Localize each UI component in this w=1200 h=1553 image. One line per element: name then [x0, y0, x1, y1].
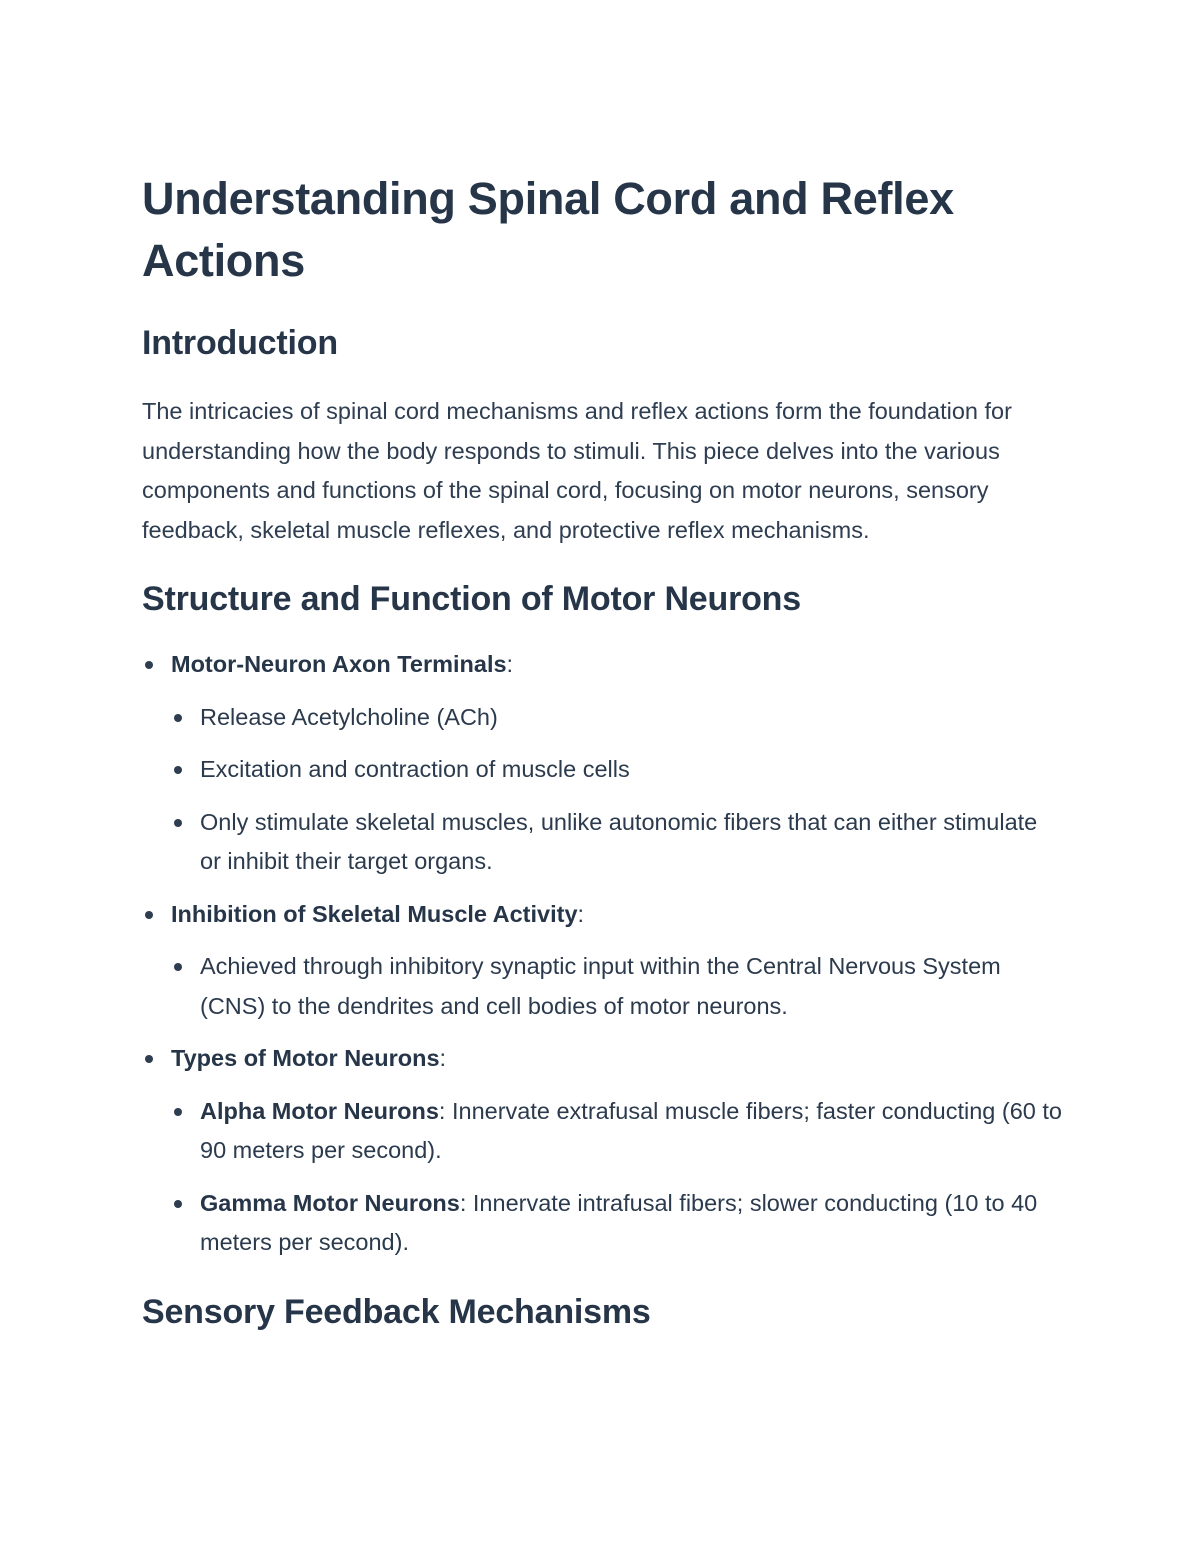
bullet-icon: [174, 1199, 182, 1208]
sub-list-item: Excitation and contraction of muscle cel…: [171, 750, 1062, 790]
list-item-label: Types of Motor Neurons: [171, 1045, 440, 1071]
section-heading-sensory-feedback: Sensory Feedback Mechanisms: [142, 1292, 651, 1331]
sub-list-item-text: Achieved through inhibitory synaptic inp…: [200, 953, 1001, 1019]
sub-list-item-text: : Innervate extrafusal muscle fibers; fa…: [200, 1097, 1062, 1164]
sub-list: Alpha Motor Neurons: Innervate extrafusa…: [171, 1092, 1062, 1263]
list-item: Motor-Neuron Axon Terminals: Release Ace…: [142, 645, 1062, 882]
sub-list-item-text: Release Acetylcholine (ACh): [200, 703, 498, 730]
list-item-suffix: :: [506, 651, 514, 677]
list-item-label: Motor-Neuron Axon Terminals: [171, 651, 507, 677]
section-heading-motor-neurons: Structure and Function of Motor Neurons: [142, 580, 801, 618]
bullet-icon: [174, 818, 182, 827]
motor-neuron-list: Motor-Neuron Axon Terminals: Release Ace…: [142, 645, 1062, 1263]
introduction-paragraph: The intricacies of spinal cord mechanism…: [142, 398, 1012, 543]
list-item-suffix: :: [439, 1045, 447, 1071]
sub-list: Achieved through inhibitory synaptic inp…: [171, 947, 1062, 1026]
sub-list-item: Release Acetylcholine (ACh): [171, 698, 1062, 738]
list-item-label: Inhibition of Skeletal Muscle Activity: [171, 900, 578, 927]
sub-list-item-label: Alpha Motor Neurons: [200, 1097, 439, 1124]
bullet-icon: [174, 963, 182, 971]
sub-list-item-text: : Innervate intrafusal fibers; slower co…: [200, 1189, 1038, 1256]
bullet-icon: [145, 661, 153, 669]
list-item: Inhibition of Skeletal Muscle Activity: …: [142, 895, 1062, 1027]
sub-list-item: Gamma Motor Neurons: Innervate intrafusa…: [171, 1184, 1062, 1263]
document-page: Understanding Spinal Cord and Reflex Act…: [142, 168, 1062, 1334]
bullet-icon: [174, 713, 182, 722]
sub-list-item-text: Only stimulate skeletal muscles, unlike …: [200, 808, 1038, 875]
sub-list-item-label: Gamma Motor Neurons: [200, 1189, 460, 1216]
page-title: Understanding Spinal Cord and Reflex Act…: [142, 173, 954, 286]
bullet-icon: [174, 766, 182, 774]
bullet-icon: [145, 1055, 153, 1063]
sub-list: Release Acetylcholine (ACh) Excitation a…: [171, 698, 1062, 882]
list-item: Types of Motor Neurons: Alpha Motor Neur…: [142, 1039, 1062, 1263]
sub-list-item: Only stimulate skeletal muscles, unlike …: [171, 803, 1062, 882]
section-heading-introduction: Introduction: [142, 324, 338, 362]
bullet-icon: [174, 1107, 182, 1116]
sub-list-item-text: Excitation and contraction of muscle cel…: [200, 756, 630, 782]
sub-list-item: Achieved through inhibitory synaptic inp…: [171, 947, 1062, 1026]
bullet-icon: [145, 910, 153, 919]
list-item-suffix: :: [577, 900, 585, 927]
sub-list-item: Alpha Motor Neurons: Innervate extrafusa…: [171, 1092, 1062, 1171]
